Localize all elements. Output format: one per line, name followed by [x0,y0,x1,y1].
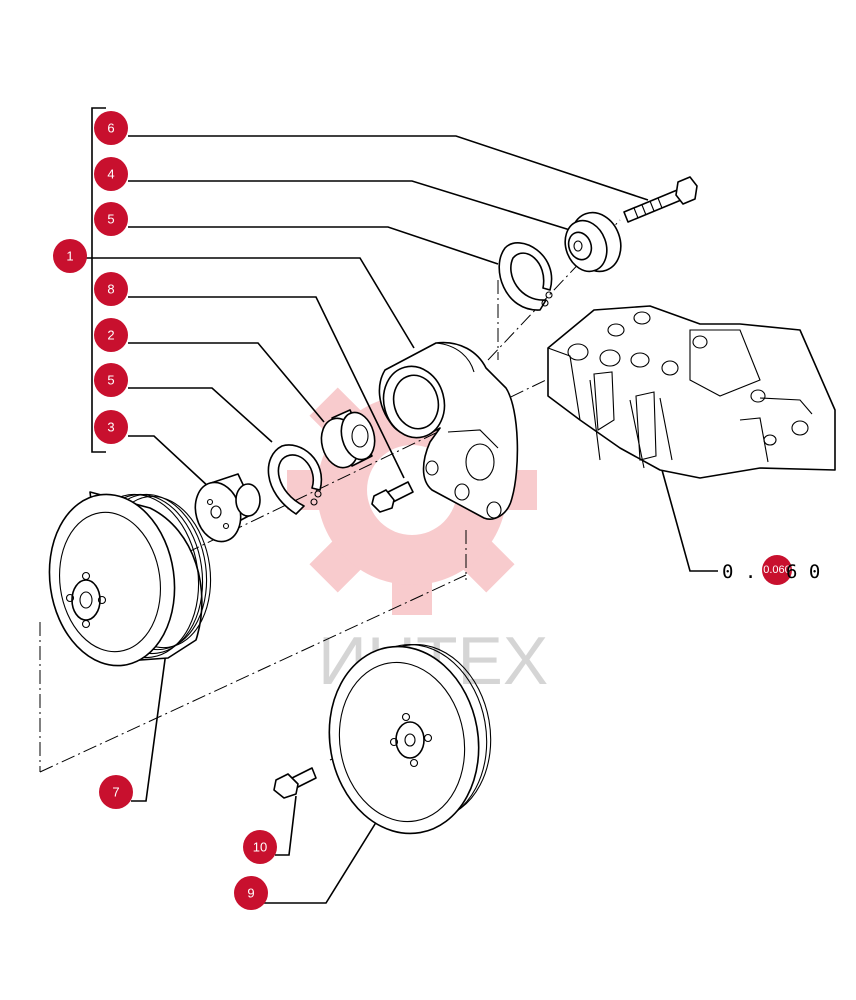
section-reference: 0 . 0.060 6 0 [722,555,820,585]
callout-8[interactable]: 8 [94,272,128,306]
svg-text:1: 1 [66,249,73,264]
svg-text:2: 2 [107,328,114,343]
callout-7[interactable]: 7 [99,775,133,809]
hub-part-3 [194,473,261,543]
group-bracket [91,107,106,453]
callout-4[interactable]: 4 [94,157,128,191]
pulley-part-9 [328,643,492,835]
engine-block [547,305,836,479]
callout-3[interactable]: 3 [94,410,128,444]
svg-text:4: 4 [107,167,114,182]
svg-text:9: 9 [247,886,254,901]
svg-text:7: 7 [112,785,119,800]
callout-6[interactable]: 6 [94,111,128,145]
reference-prefix: 0 . [722,561,756,583]
bolt-part-8 [371,481,414,513]
pulley-part-7 [48,491,212,667]
callout-9[interactable]: 9 [234,876,268,910]
callout-10[interactable]: 10 [243,830,277,864]
reference-suffix: 6 0 [786,561,820,583]
bracket-part-1 [378,341,519,520]
callout-2[interactable]: 2 [94,318,128,352]
idler-washer-part-4 [564,211,622,273]
svg-text:5: 5 [107,373,114,388]
reference-badge-label: 0.060 [763,564,791,576]
svg-text:5: 5 [107,212,114,227]
snap-ring-part-5-lower [267,444,323,515]
callout-1[interactable]: 1 [53,239,87,273]
callout-5-upper[interactable]: 5 [94,202,128,236]
snap-ring-part-5-upper [498,242,553,311]
leader-lines [83,135,718,904]
bolt-part-6 [623,176,698,223]
svg-text:6: 6 [107,121,114,136]
reference-badge[interactable] [762,555,792,585]
svg-text:10: 10 [253,840,267,855]
svg-text:3: 3 [107,420,114,435]
bolt-part-10 [273,767,317,799]
svg-text:8: 8 [107,282,114,297]
callout-5-lower[interactable]: 5 [94,363,128,397]
bushing-part-2 [320,409,376,469]
